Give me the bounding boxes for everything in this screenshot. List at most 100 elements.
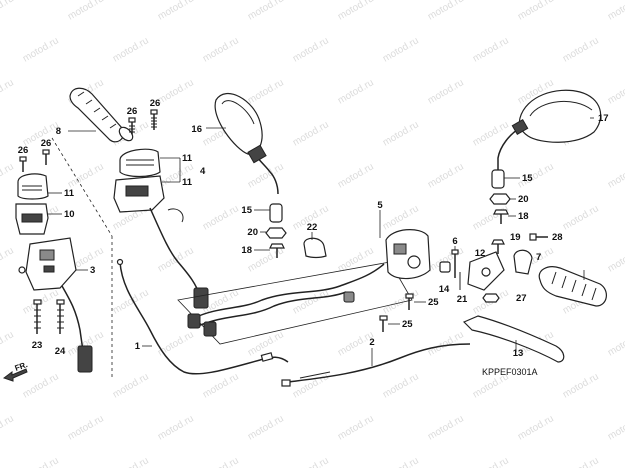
- watermark-text: motod.ru: [111, 371, 151, 400]
- watermark-text: motod.ru: [246, 161, 286, 190]
- watermark-text: motod.ru: [561, 35, 601, 64]
- watermark-text: motod.ru: [201, 455, 241, 468]
- screw-26-b: [150, 109, 158, 130]
- callout-8: 8: [56, 126, 61, 137]
- watermark-text: motod.ru: [246, 413, 286, 442]
- watermark-text: motod.ru: [426, 161, 466, 190]
- callout-12: 12: [475, 248, 486, 259]
- callout-26-c: 26: [18, 145, 29, 156]
- watermark-text: motod.ru: [336, 0, 376, 23]
- right-switch-assembly: [113, 148, 209, 309]
- callout-15-b: 15: [522, 173, 533, 184]
- watermark-text: motod.ru: [426, 0, 466, 23]
- watermark-text: motod.ru: [201, 203, 241, 232]
- watermark-text: motod.ru: [336, 77, 376, 106]
- throttle-cable: [281, 343, 471, 387]
- callout-6: 6: [452, 236, 457, 247]
- left-handlebar-switch: [18, 237, 93, 373]
- screw-26-d: [42, 149, 50, 165]
- throttle-grip: [538, 266, 607, 307]
- front-direction-arrow: [2, 368, 28, 382]
- clutch-cable: [116, 258, 289, 375]
- lever-pivot-bolt: [451, 246, 459, 278]
- watermark-text: motod.ru: [246, 77, 286, 106]
- watermark-text: motod.ru: [516, 413, 556, 442]
- callout-21: 21: [457, 294, 468, 305]
- watermark-text: motod.ru: [426, 77, 466, 106]
- watermark-text: motod.ru: [471, 119, 511, 148]
- left-switch-housing-small: [15, 173, 62, 235]
- watermark-text: motod.ru: [0, 77, 16, 106]
- callout-4: 4: [200, 166, 206, 177]
- callout-3: 3: [90, 265, 95, 276]
- grouping-lines: [51, 137, 113, 380]
- callout-1: 1: [135, 341, 141, 352]
- watermark-text: motod.ru: [0, 161, 16, 190]
- callout-15-a: 15: [241, 205, 252, 216]
- watermark-text: motod.ru: [201, 35, 241, 64]
- watermark-text: motod.ru: [606, 0, 625, 23]
- watermark-text: motod.ru: [381, 35, 421, 64]
- watermark-text: motod.ru: [606, 245, 625, 274]
- watermark-text: motod.ru: [561, 203, 601, 232]
- watermark-text: motod.ru: [0, 0, 16, 23]
- screw-25-b: [379, 315, 400, 332]
- bolt-28: [529, 233, 548, 241]
- right-handlebar-switch: [379, 210, 431, 280]
- callout-16: 16: [191, 124, 202, 135]
- watermark-text: motod.ru: [426, 413, 466, 442]
- nut-20-left: [260, 227, 287, 239]
- watermark-text: motod.ru: [111, 455, 151, 468]
- watermark-text: motod.ru: [471, 203, 511, 232]
- callout-11-c: 11: [182, 177, 193, 188]
- right-mirror: [497, 89, 602, 170]
- mirror-adaptor-left: [254, 203, 283, 223]
- cable-clamp: [303, 232, 327, 259]
- callout-11-a: 11: [64, 188, 75, 199]
- diagram-code: KPPEF0301A: [482, 367, 538, 377]
- watermark-text: motod.ru: [471, 455, 511, 468]
- callout-26-d: 26: [41, 138, 52, 149]
- callout-5: 5: [377, 200, 383, 211]
- watermark-text: motod.ru: [381, 371, 421, 400]
- watermark-text: motod.ru: [381, 119, 421, 148]
- callout-10: 10: [64, 209, 75, 220]
- front-direction-label: FR.: [14, 360, 29, 373]
- watermark-text: motod.ru: [606, 161, 625, 190]
- watermark-text: motod.ru: [381, 203, 421, 232]
- bolt-18-left: [254, 243, 285, 258]
- watermark-text: motod.ru: [0, 245, 16, 274]
- watermark-text: motod.ru: [606, 413, 625, 442]
- watermark-text: motod.ru: [156, 413, 196, 442]
- wiring-harness: [177, 261, 413, 345]
- nut-20-right: [489, 193, 516, 205]
- watermark-text: motod.ru: [21, 35, 61, 64]
- callout-23: 23: [32, 340, 43, 351]
- callout-26-a: 26: [127, 106, 138, 117]
- watermark-text: motod.ru: [21, 455, 61, 468]
- bolt-24: [56, 299, 65, 334]
- watermark-text: motod.ru: [0, 329, 16, 358]
- watermark-text: motod.ru: [0, 413, 16, 442]
- watermark-text: motod.ru: [111, 35, 151, 64]
- watermark-text: motod.ru: [291, 35, 331, 64]
- callout-28: 28: [552, 232, 563, 243]
- brake-lever: [462, 315, 565, 363]
- watermark-text: motod.ru: [66, 413, 106, 442]
- watermark-text: motod.ru: [606, 77, 625, 106]
- callout-11-b: 11: [182, 153, 193, 164]
- left-mirror: [206, 93, 279, 195]
- callout-13: 13: [513, 348, 524, 359]
- callout-22: 22: [307, 222, 318, 233]
- mirror-adaptor-right: [491, 169, 520, 189]
- callout-26-b: 26: [150, 98, 161, 109]
- callout-labels: 8 26 26 26 26 11 10 3 23 24 11 4 11 16 1…: [14, 98, 609, 377]
- watermark-text: motod.ru: [561, 455, 601, 468]
- callout-14: 14: [439, 284, 450, 295]
- callout-25-a: 25: [428, 297, 439, 308]
- watermark-text: motod.ru: [471, 35, 511, 64]
- holder-7: [513, 249, 533, 275]
- screw-25-a: [405, 293, 426, 310]
- watermark-text: motod.ru: [111, 287, 151, 316]
